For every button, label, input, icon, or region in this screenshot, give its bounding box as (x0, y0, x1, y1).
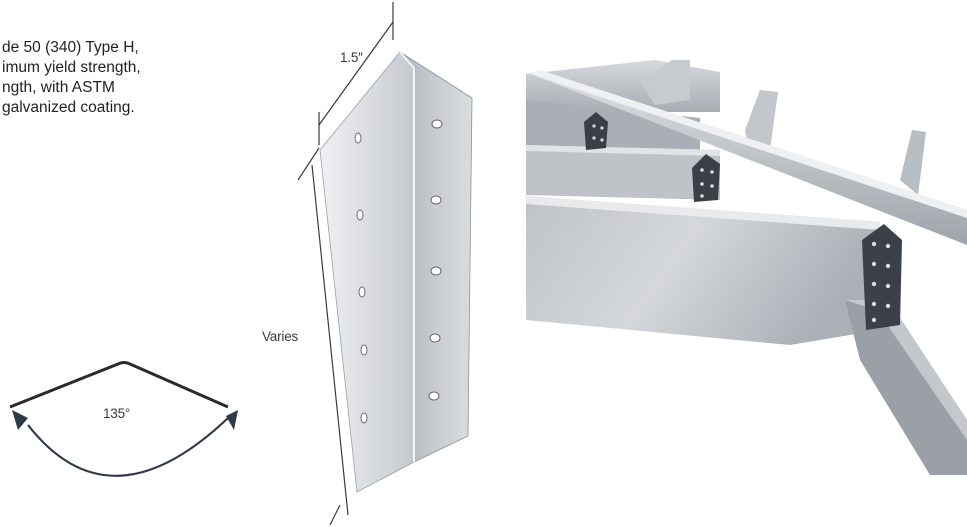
dimension-lines (297, 2, 394, 526)
installed-bracket-2 (692, 154, 720, 202)
left-flange-holes (354, 132, 368, 424)
angle-arc (27, 417, 229, 477)
main-beam (526, 196, 880, 345)
length-dimension-line (311, 164, 349, 516)
bracket-left-flange (319, 51, 415, 493)
hole (431, 119, 443, 129)
angle-label: 135° (103, 406, 131, 421)
hole (360, 412, 368, 424)
length-dimension-label: Varies (262, 329, 299, 344)
framing-assembly (526, 60, 967, 475)
installed-bracket-3 (862, 224, 902, 330)
spec-line-3: ngth, with ASTM (2, 79, 115, 96)
installed-bracket-1 (584, 112, 608, 150)
length-extension-line-top (297, 147, 320, 181)
spec-text-block: de 50 (340) Type H, imum yield strength,… (0, 38, 220, 118)
joist-2 (526, 145, 720, 200)
diagonal-rafter (528, 70, 967, 245)
hole (430, 195, 442, 205)
main-beam-top-edge (526, 196, 880, 230)
hole (356, 209, 364, 221)
hole (429, 333, 441, 343)
spec-line-1: de 50 (340) Type H, (2, 39, 139, 56)
hole (430, 266, 442, 276)
joist-2-top (526, 145, 720, 156)
lower-post (845, 300, 967, 475)
diagonal-rafter-top (528, 70, 967, 218)
angle-bracket (319, 51, 473, 493)
angle-profile-diagram (9, 361, 238, 477)
spec-line-2: imum yield strength, (2, 59, 141, 76)
bend-profile-line (9, 361, 229, 409)
vertical-stud-1 (640, 60, 690, 105)
lower-post-face (845, 300, 967, 440)
width-dimension-line (318, 21, 394, 126)
right-flange-holes (428, 119, 443, 401)
length-extension-line-bottom (329, 504, 341, 526)
hole (428, 391, 440, 401)
vertical-stud-3 (900, 130, 926, 195)
spec-line-4: galvanized coating. (2, 99, 135, 116)
vertical-stud-2 (745, 90, 778, 150)
hole (354, 132, 362, 144)
hole (360, 344, 368, 356)
bracket-bend-edge (399, 51, 415, 462)
arrow-right-icon (226, 410, 238, 430)
arrow-left-icon (12, 410, 28, 430)
joist-1 (526, 100, 700, 150)
width-dimension-label: 1.5″ (340, 50, 363, 65)
hole (358, 286, 366, 298)
